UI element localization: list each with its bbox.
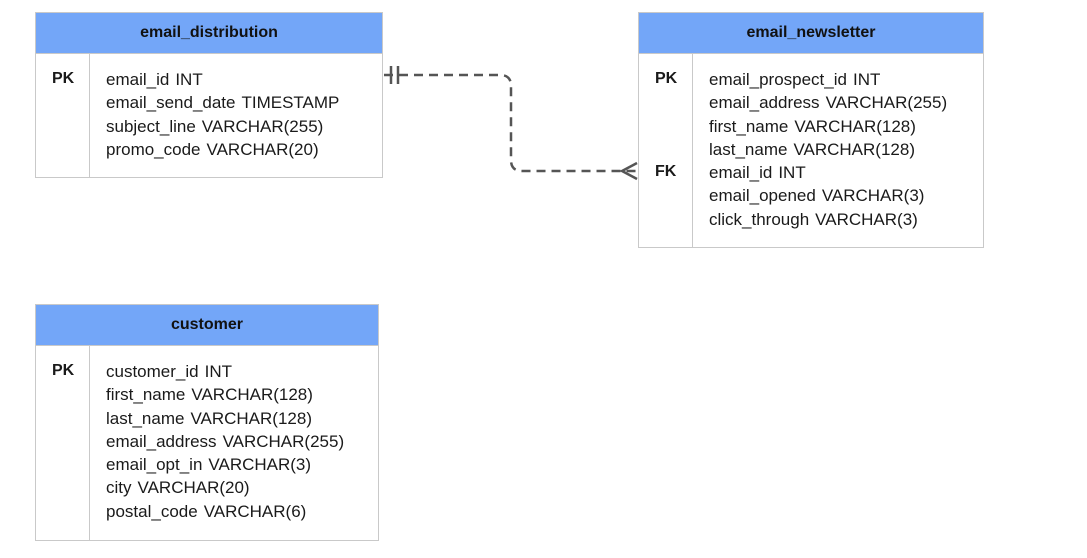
relationship-line — [384, 73, 637, 173]
field-name: email_opt_in — [106, 455, 203, 475]
entity-email-distribution[interactable]: email_distribution PK email_id INT email_… — [35, 12, 383, 178]
entity-title: customer — [36, 305, 378, 346]
field-type: VARCHAR(3) — [815, 209, 918, 229]
field-name: subject_line — [106, 116, 196, 136]
field-type: INT — [175, 70, 203, 89]
field-name: email_address — [709, 93, 820, 113]
field-name: first_name — [106, 385, 186, 405]
field-type: VARCHAR(128) — [793, 139, 915, 159]
entity-title: email_newsletter — [639, 13, 983, 54]
field-name: email_id — [106, 70, 170, 89]
crow-foot-many-icon — [619, 161, 638, 181]
field-type: INT — [852, 70, 881, 89]
key-column: PK FK — [639, 54, 693, 247]
field-row: email_prospect_id INT — [709, 68, 947, 91]
entity-email-newsletter[interactable]: email_newsletter PK FK email_prospect_id… — [638, 12, 984, 248]
field-type: VARCHAR(20) — [206, 139, 319, 159]
field-name: first_name — [709, 116, 789, 136]
field-row: customer_id INT — [106, 360, 344, 383]
field-type: VARCHAR(128) — [191, 385, 313, 405]
field-type: VARCHAR(255) — [201, 116, 324, 136]
field-row: email_id INT — [106, 68, 339, 91]
field-name: last_name — [709, 139, 788, 159]
field-type: VARCHAR(255) — [222, 431, 345, 451]
entity-title: email_distribution — [36, 13, 382, 54]
field-type: INT — [204, 362, 232, 381]
field-name: email_opened — [709, 186, 816, 206]
key-column: PK — [36, 54, 90, 177]
field-name: last_name — [106, 408, 185, 428]
field-name: email_send_date — [106, 93, 236, 113]
field-type: INT — [778, 163, 806, 183]
field-name: postal_code — [106, 501, 198, 521]
field-name: email_address — [106, 431, 217, 451]
field-type: VARCHAR(255) — [825, 93, 948, 113]
key-column: PK — [36, 346, 90, 540]
field-type: VARCHAR(128) — [190, 408, 312, 428]
field-name: email_prospect_id — [709, 70, 847, 89]
primary-key-badge: PK — [52, 362, 75, 379]
primary-key-badge: PK — [655, 70, 678, 87]
field-type: VARCHAR(3) — [208, 455, 312, 475]
field-name: customer_id — [106, 362, 199, 381]
field-type: VARCHAR(20) — [137, 478, 250, 498]
field-type: VARCHAR(128) — [794, 116, 916, 136]
field-name: city — [106, 478, 132, 498]
field-name: promo_code — [106, 139, 201, 159]
foreign-key-badge: FK — [655, 163, 677, 180]
field-name: email_id — [709, 163, 773, 183]
field-type: VARCHAR(6) — [203, 501, 307, 521]
primary-key-badge: PK — [52, 70, 75, 87]
field-type: VARCHAR(3) — [821, 186, 925, 206]
field-name: click_through — [709, 209, 810, 229]
field-type: TIMESTAMP — [241, 93, 340, 113]
